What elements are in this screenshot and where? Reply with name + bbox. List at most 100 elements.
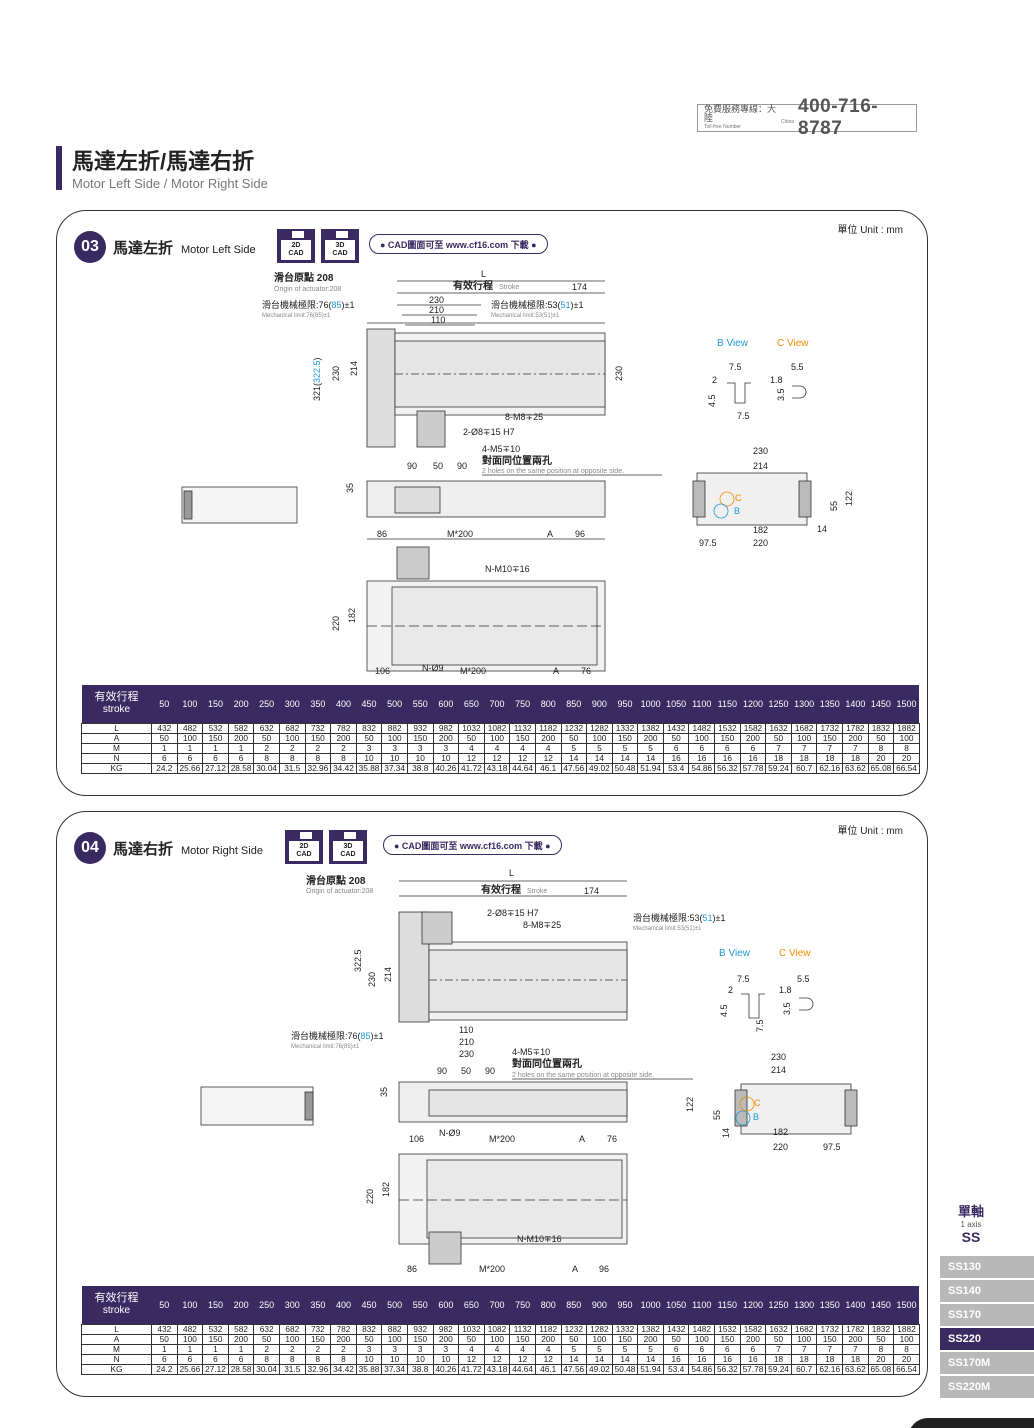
- cad-download-note[interactable]: ● CAD圖面可至 www.cf16.com 下載 ●: [383, 835, 562, 855]
- table-cell: 2: [278, 1343, 306, 1355]
- sidebar-item-ss170m[interactable]: SS170M: [940, 1352, 1034, 1374]
- table-cell: 27.12: [202, 762, 229, 774]
- svg-text:A: A: [579, 1134, 585, 1144]
- table-cell: 100: [688, 732, 716, 744]
- table-cell: 25.66: [176, 762, 204, 774]
- table-cell: 50: [662, 732, 690, 744]
- sidebar-item-ss220[interactable]: SS220: [940, 1328, 1034, 1350]
- stroke-header: 800: [535, 685, 561, 723]
- table-cell: 5: [611, 1343, 639, 1355]
- table-cell: 60.7: [790, 762, 818, 774]
- table-cell: 8: [330, 1353, 357, 1365]
- svg-text:14: 14: [817, 524, 827, 534]
- svg-text:230: 230: [753, 446, 768, 456]
- table-cell: 31.5: [278, 1363, 306, 1375]
- stroke-header: 850: [561, 685, 587, 723]
- table-cell: 100: [893, 732, 920, 744]
- table-cell: 3: [406, 1343, 434, 1355]
- table-cell: 150: [304, 732, 332, 744]
- hotline-number: 400-716-8787: [798, 96, 879, 139]
- table-cell: 66.54: [893, 1363, 920, 1375]
- table-cell: 43.18: [483, 762, 511, 774]
- table-cell: 57.78: [739, 762, 767, 774]
- svg-text:8-M8∓25: 8-M8∓25: [523, 920, 561, 930]
- table-cell: 8: [893, 742, 920, 754]
- cad-download-note[interactable]: ● CAD圖面可至 www.cf16.com 下載 ●: [369, 234, 548, 254]
- table-cell: 582: [227, 1323, 255, 1335]
- table-cell: 24.2: [151, 762, 178, 774]
- table-cell: 432: [151, 1323, 178, 1335]
- table-cell: 1532: [714, 1323, 741, 1335]
- table-cell: 3: [355, 1343, 383, 1355]
- table-cell: 1632: [765, 722, 792, 734]
- table-cell: 6: [662, 742, 690, 754]
- svg-text:B: B: [734, 506, 740, 516]
- svg-text:86: 86: [377, 529, 387, 539]
- table-cell: 150: [816, 732, 844, 744]
- table-cell: 6: [151, 752, 178, 764]
- table-cell: 53.4: [662, 1363, 690, 1375]
- svg-text:7.5: 7.5: [737, 974, 750, 984]
- table-cell: 10: [432, 1353, 460, 1365]
- hotline-region: China: [780, 118, 795, 125]
- table-cell: 1232: [560, 722, 588, 734]
- table-cell: 34.42: [330, 762, 357, 774]
- table-cell: 8: [304, 752, 332, 764]
- table-cell: 2: [330, 742, 357, 754]
- svg-text:230: 230: [459, 1049, 474, 1059]
- stroke-header: 1100: [688, 1286, 715, 1324]
- table-cell: 47.56: [560, 1363, 588, 1375]
- table-cell: 1782: [842, 722, 869, 734]
- sidebar-item-ss220m[interactable]: SS220M: [940, 1376, 1034, 1398]
- stroke-header: 150: [202, 1286, 229, 1324]
- table-cell: 8: [867, 1343, 895, 1355]
- tap-m8: 8-M8∓25: [505, 412, 543, 422]
- table-cell: 59.24: [765, 762, 792, 774]
- table-cell: 1632: [765, 1323, 792, 1335]
- table-cell: 632: [253, 1323, 280, 1335]
- table-cell: 40.26: [432, 762, 460, 774]
- stroke-header: 750: [509, 685, 536, 723]
- table-cell: 28.58: [227, 762, 255, 774]
- table-cell: 2: [253, 1343, 280, 1355]
- sidebar-item-ss170[interactable]: SS170: [940, 1304, 1034, 1326]
- table-cell: 6: [202, 752, 229, 764]
- table-cell: 1082: [483, 1323, 511, 1335]
- row-label: KG: [81, 1363, 152, 1375]
- table-cell: 8: [893, 1343, 920, 1355]
- svg-text:Mechanical limit:76(85)±1: Mechanical limit:76(85)±1: [291, 1044, 360, 1050]
- table-cell: 50: [151, 732, 178, 744]
- sidebar-item-ss140[interactable]: SS140: [940, 1280, 1034, 1302]
- table-cell: 1132: [509, 722, 536, 734]
- table-cell: 100: [278, 1333, 306, 1345]
- table-cell: 100: [586, 1333, 613, 1345]
- svg-text:B: B: [753, 1112, 759, 1122]
- table-cell: 30.04: [253, 1363, 280, 1375]
- page-corner-decoration: [908, 1418, 1034, 1428]
- sidebar-item-ss130[interactable]: SS130: [940, 1256, 1034, 1278]
- table-cell: 482: [176, 722, 204, 734]
- table-cell: 16: [714, 752, 741, 764]
- table-cell: 37.34: [381, 762, 408, 774]
- table-cell: 4: [458, 742, 485, 754]
- svg-text:210: 210: [459, 1037, 474, 1047]
- svg-text:Origin of actuator:208: Origin of actuator:208: [306, 888, 373, 895]
- svg-text:滑台機械極限:53(51)±1: 滑台機械極限:53(51)±1: [633, 912, 725, 923]
- page-title: 馬達左折/馬達右折: [72, 149, 255, 174]
- svg-text:5.5: 5.5: [797, 974, 810, 984]
- table-cell: 3: [355, 742, 383, 754]
- table-cell: 20: [893, 752, 920, 764]
- dim-174: 174: [572, 282, 587, 292]
- stroke-header: 150: [202, 685, 229, 723]
- table-cell: 732: [304, 722, 332, 734]
- svg-text:35: 35: [345, 483, 355, 493]
- row-label: L: [81, 722, 152, 734]
